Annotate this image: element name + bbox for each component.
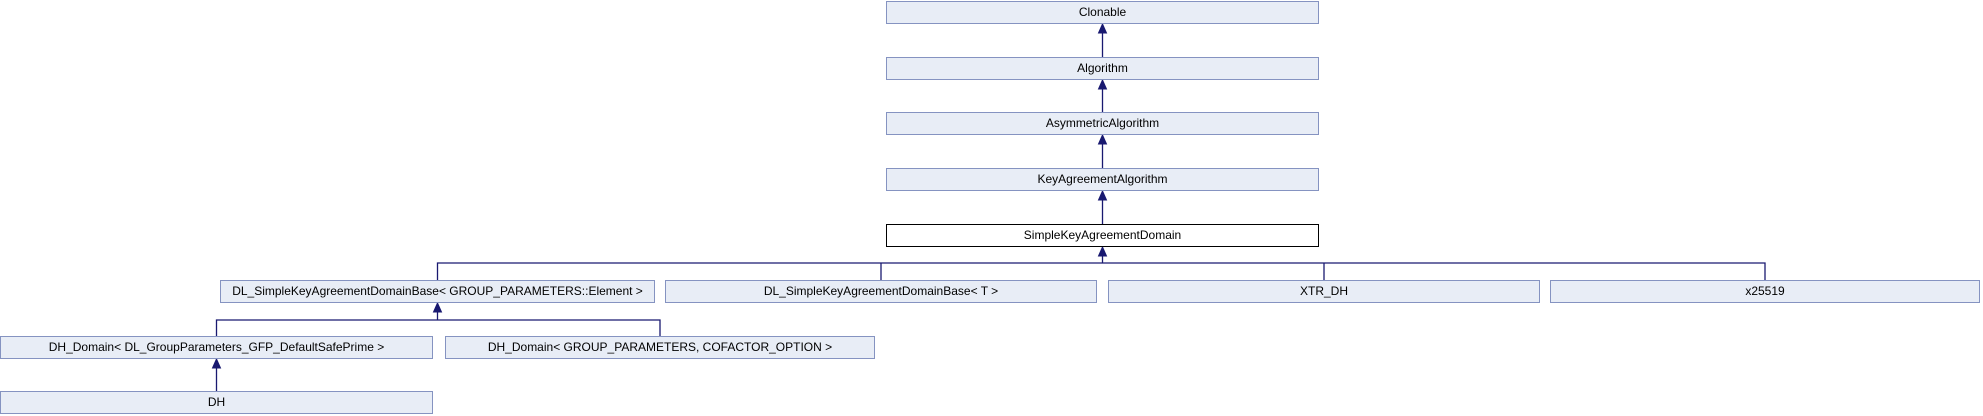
class-node-xtr-dh[interactable]: XTR_DH — [1108, 280, 1540, 303]
edge-children-to-simplekeyagreementdomain — [436, 245, 1766, 280]
class-node-dh[interactable]: DH — [0, 391, 433, 414]
edge-dhdomains-to-dlsimplekeyagreementdomainbase — [215, 301, 661, 336]
class-node-dh-domain-cofactor-option[interactable]: DH_Domain< GROUP_PARAMETERS, COFACTOR_OP… — [445, 336, 875, 359]
class-node-dl-simple-key-agreement-domain-base-t[interactable]: DL_SimpleKeyAgreementDomainBase< T > — [665, 280, 1097, 303]
class-node-asymmetric-algorithm[interactable]: AsymmetricAlgorithm — [886, 112, 1319, 135]
class-node-clonable[interactable]: Clonable — [886, 1, 1319, 24]
class-node-key-agreement-algorithm[interactable]: KeyAgreementAlgorithm — [886, 168, 1319, 191]
class-node-simple-key-agreement-domain-current: SimpleKeyAgreementDomain — [886, 224, 1319, 247]
class-node-dh-domain-default-safe-prime[interactable]: DH_Domain< DL_GroupParameters_GFP_Defaul… — [0, 336, 433, 359]
class-node-x25519[interactable]: x25519 — [1550, 280, 1980, 303]
class-node-dl-simple-key-agreement-domain-base-element[interactable]: DL_SimpleKeyAgreementDomainBase< GROUP_P… — [220, 280, 655, 303]
class-node-algorithm[interactable]: Algorithm — [886, 57, 1319, 80]
edge-asymmetricalgorithm-to-algorithm — [1097, 78, 1108, 112]
edge-dh-to-dhdomain — [211, 357, 222, 391]
edge-keyagreementalgorithm-to-asymmetricalgorithm — [1097, 133, 1108, 168]
edge-algorithm-to-clonable — [1097, 22, 1108, 57]
edge-simplekeyagreementdomain-to-keyagreementalgorithm — [1097, 189, 1108, 224]
